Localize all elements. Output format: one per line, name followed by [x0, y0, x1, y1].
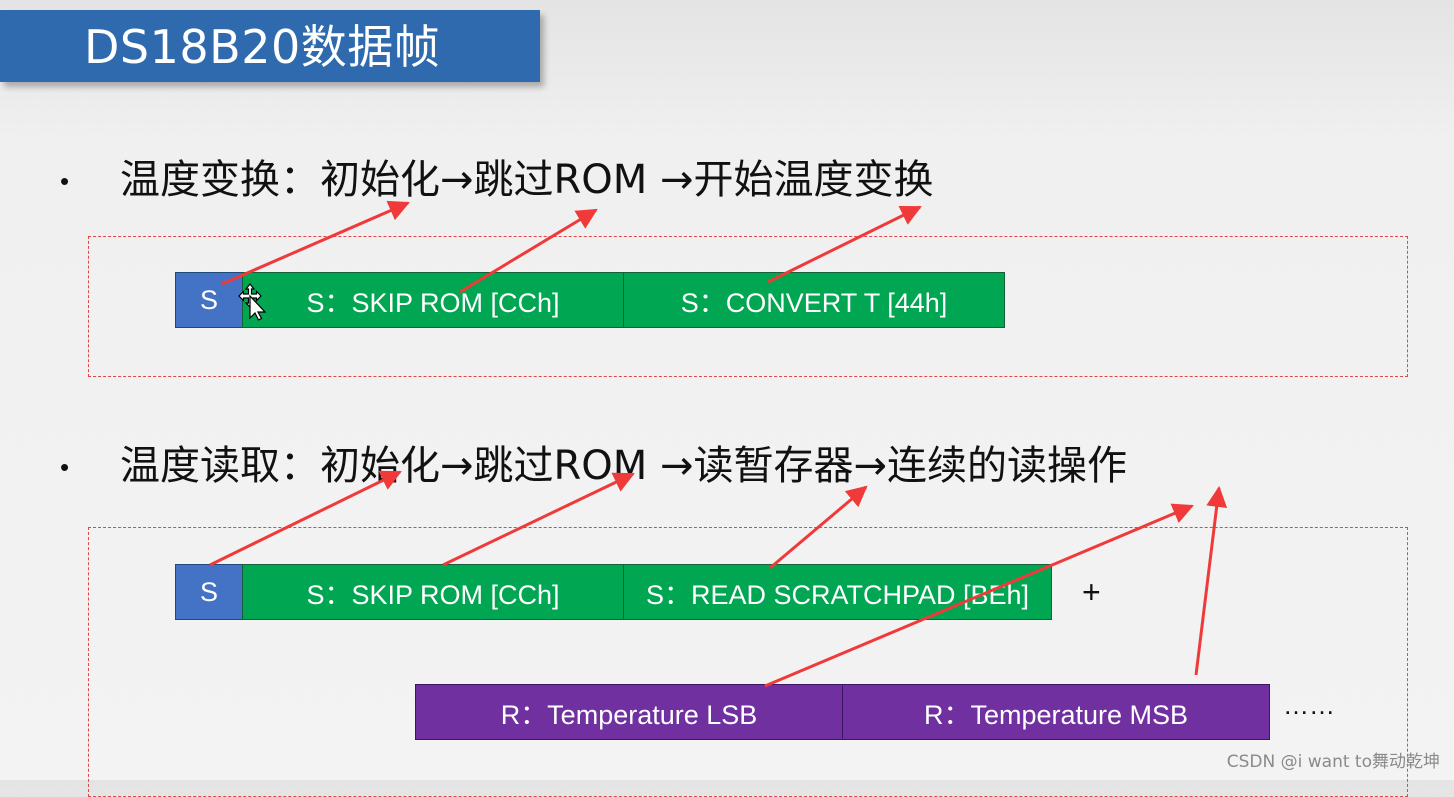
- convert-t-segment: S：CONVERT T [44h]: [623, 272, 1005, 328]
- bullet-marker: •: [60, 166, 70, 196]
- temperature-lsb-segment: R：Temperature LSB: [415, 684, 843, 740]
- start-segment: S: [175, 272, 243, 328]
- conversion-frame-box: [88, 236, 1408, 377]
- start-segment: S: [175, 564, 243, 620]
- temperature-msb-segment: R：Temperature MSB: [842, 684, 1270, 740]
- slide-title: DS18B20数据帧: [84, 20, 441, 74]
- skip-rom-segment: S：SKIP ROM [CCh]: [242, 564, 624, 620]
- move-cursor-icon: [238, 283, 267, 321]
- bullet-marker: •: [60, 452, 70, 482]
- read-scratchpad-segment: S：READ SCRATCHPAD [BEh]: [623, 564, 1052, 620]
- temperature-read-heading: 温度读取：初始化→跳过ROM →读暂存器→连续的读操作: [120, 443, 1128, 489]
- plus-sign: +: [1082, 574, 1101, 610]
- title-bar: DS18B20数据帧: [0, 10, 540, 82]
- temperature-conversion-heading: 温度变换：初始化→跳过ROM →开始温度变换: [120, 157, 934, 203]
- skip-rom-segment: S：SKIP ROM [CCh]: [242, 272, 624, 328]
- csdn-watermark: CSDN @i want to舞动乾坤: [1226, 752, 1440, 772]
- ellipsis: ……: [1283, 690, 1335, 720]
